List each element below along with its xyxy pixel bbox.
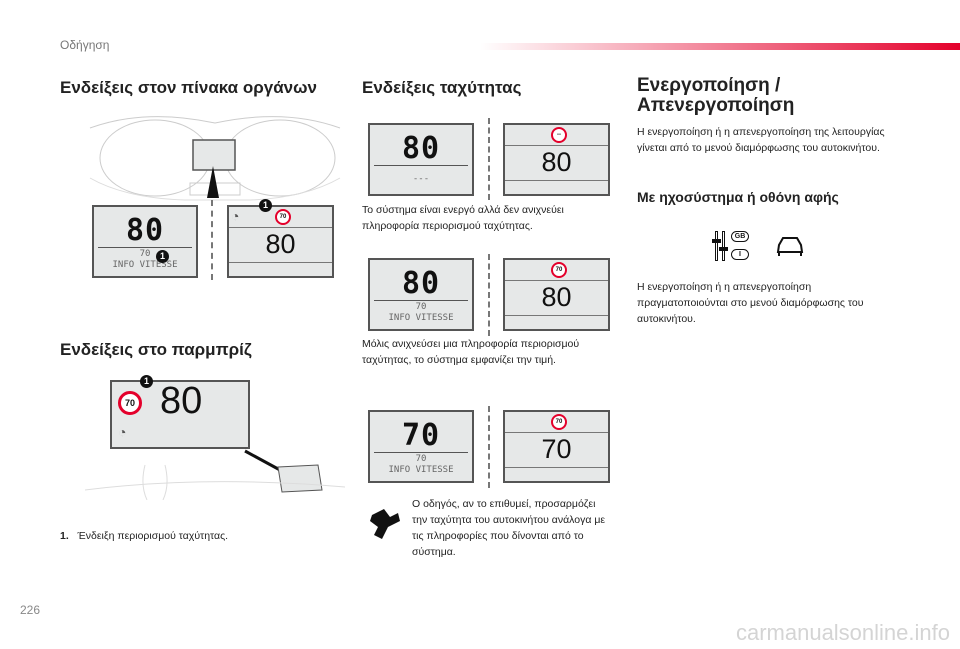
settings-sliders-icon: GB I [712, 229, 752, 263]
title-speed-indications: Ενδείξεις ταχύτητας [362, 78, 522, 97]
subtitle-audio-touchscreen: Με ηχοσύστημα ή οθόνη αφής [637, 189, 839, 205]
section-header: Οδήγηση [60, 38, 110, 52]
title-windshield: Ενδείξεις στο παρμπρίζ [60, 340, 252, 359]
hud-display: 70 80 1 ◔ [110, 375, 250, 449]
header-gradient-bar [480, 43, 960, 50]
title-instrument-panel: Ενδείξεις στον πίνακα οργάνων [60, 78, 317, 97]
watermark: carmanualsonline.info [735, 620, 950, 645]
callout-badge: 1 [140, 375, 153, 388]
lcd-display: 80 70 INFO VITESSE 1 [92, 205, 198, 278]
tft-display: --80 [503, 123, 610, 196]
tft-display: ◔ 1 70 80 [227, 199, 334, 278]
speed-sign: 70 [118, 391, 142, 415]
page-number: 226 [20, 603, 41, 617]
speedometer-icon: ◔ [118, 424, 127, 440]
callout-badge: 1 [156, 250, 169, 263]
lcd-display: 80--- [368, 123, 474, 196]
speed-sign: 70 [275, 209, 291, 225]
car-icon [776, 237, 804, 256]
title-activation: Ενεργοποίηση /Απενεργοποίηση [637, 75, 795, 116]
speedometer-icon: ◔ [231, 208, 240, 224]
hand-adjust-icon [370, 509, 400, 539]
footnote: Ένδειξη περιορισμού ταχύτητας. [77, 530, 229, 542]
windshield-illustration [85, 449, 345, 500]
callout-badge: 1 [259, 199, 272, 212]
dashboard-illustration [89, 116, 341, 201]
